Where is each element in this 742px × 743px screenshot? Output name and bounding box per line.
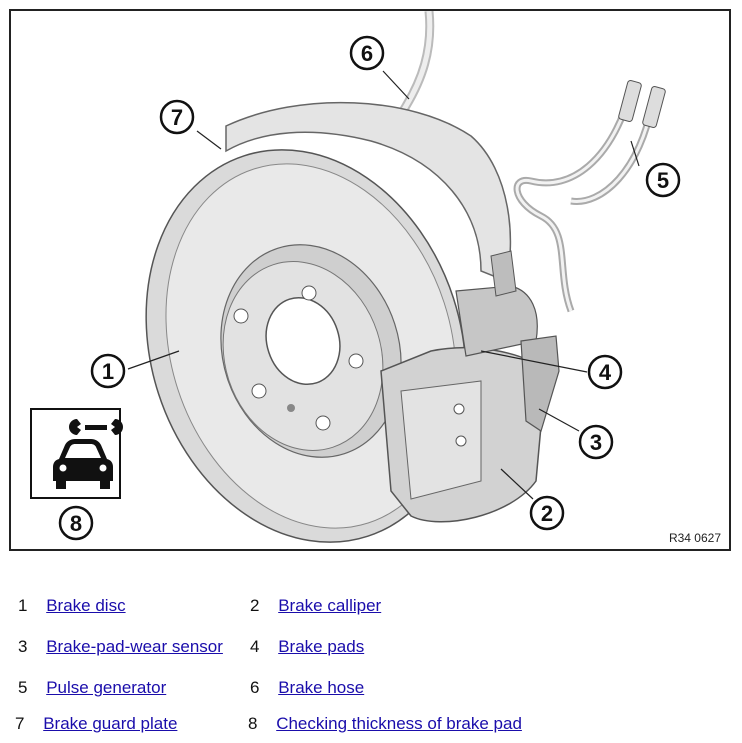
brake-pad-wear-sensor [520, 335, 560, 432]
legend-number: 1 [18, 596, 28, 615]
figure-code: R34 0627 [668, 531, 721, 545]
hub-center-bore [265, 296, 341, 386]
callout-4-circle [587, 354, 623, 390]
legend-number: 8 [248, 714, 258, 733]
callout-7-circle [159, 99, 195, 135]
legend-number: 5 [18, 678, 28, 697]
legend-item-6: 6 Brake hose [250, 678, 364, 698]
pulse-generator-link[interactable]: Pulse generator [46, 678, 167, 697]
brake-assembly-drawing: 1 2 3 4 5 6 7 8 [30, 11, 681, 543]
brake-pads-link[interactable]: Brake pads [278, 637, 365, 656]
brake-pad-wear-sensor-link[interactable]: Brake-pad-wear sensor [46, 637, 223, 656]
legend-item-7: 7 Brake guard plate [15, 714, 177, 734]
callout-3: 3 [590, 430, 602, 455]
callout-4: 4 [599, 360, 612, 385]
brake-calliper-link[interactable]: Brake calliper [278, 596, 382, 615]
callout-8: 8 [70, 511, 82, 536]
legend-item-4: 4 Brake pads [250, 637, 364, 657]
service-car-icon [30, 408, 123, 499]
pulse-generator-plug [618, 80, 642, 122]
legend-item-5: 5 Pulse generator [18, 678, 166, 698]
callout-2-circle [529, 495, 565, 531]
legend-number: 6 [250, 678, 260, 697]
checking-thickness-link[interactable]: Checking thickness of brake pad [276, 714, 522, 733]
wrench-icon [69, 419, 123, 435]
car-icon [53, 439, 113, 489]
brake-hose-link[interactable]: Brake hose [278, 678, 365, 697]
callout-3-circle [578, 424, 614, 460]
callout-1-circle [90, 353, 126, 389]
brake-assembly-figure: 1 2 3 4 5 6 7 8 [9, 9, 731, 551]
leader-lines [127, 70, 640, 500]
legend-number: 4 [250, 637, 260, 656]
brake-disc-link[interactable]: Brake disc [46, 596, 126, 615]
callout-2: 2 [541, 501, 553, 526]
legend-number: 2 [250, 596, 260, 615]
legend-item-2: 2 Brake calliper [250, 596, 381, 616]
legend-number: 7 [15, 714, 25, 733]
callout-6: 6 [361, 41, 373, 66]
legend-item-3: 3 Brake-pad-wear sensor [18, 637, 223, 657]
callout-8-circle [58, 505, 94, 541]
callout-5: 5 [657, 168, 669, 193]
brake-guard-plate-link[interactable]: Brake guard plate [43, 714, 178, 733]
callout-1: 1 [102, 359, 114, 384]
legend-item-1: 1 Brake disc [18, 596, 126, 616]
callout-7: 7 [171, 105, 183, 130]
callout-6-circle [349, 35, 385, 71]
legend-item-8: 8 Checking thickness of brake pad [248, 714, 522, 734]
legend-number: 3 [18, 637, 28, 656]
callout-5-circle [645, 162, 681, 198]
